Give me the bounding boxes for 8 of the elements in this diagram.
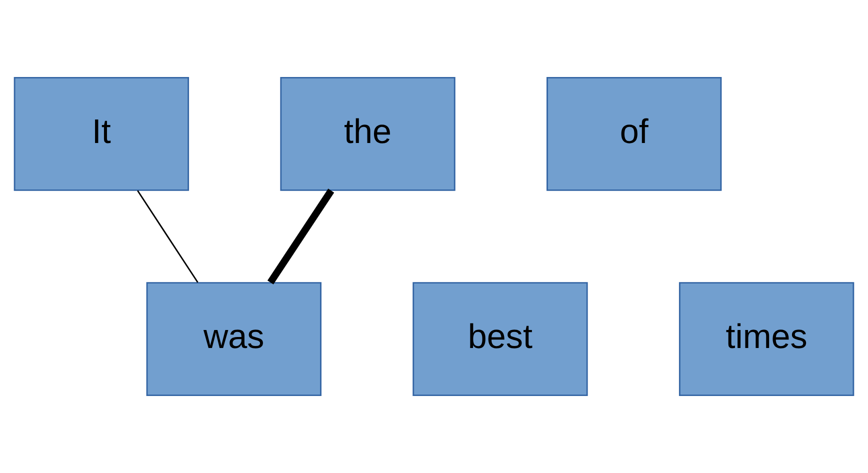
node-box: times: [678, 282, 854, 396]
node-box: was: [146, 282, 322, 396]
node-box: of: [546, 76, 722, 191]
connector: [137, 190, 198, 283]
node-box: best: [412, 282, 588, 396]
connector: [267, 188, 334, 284]
node-box: It: [14, 76, 190, 191]
node-box: the: [280, 76, 456, 191]
